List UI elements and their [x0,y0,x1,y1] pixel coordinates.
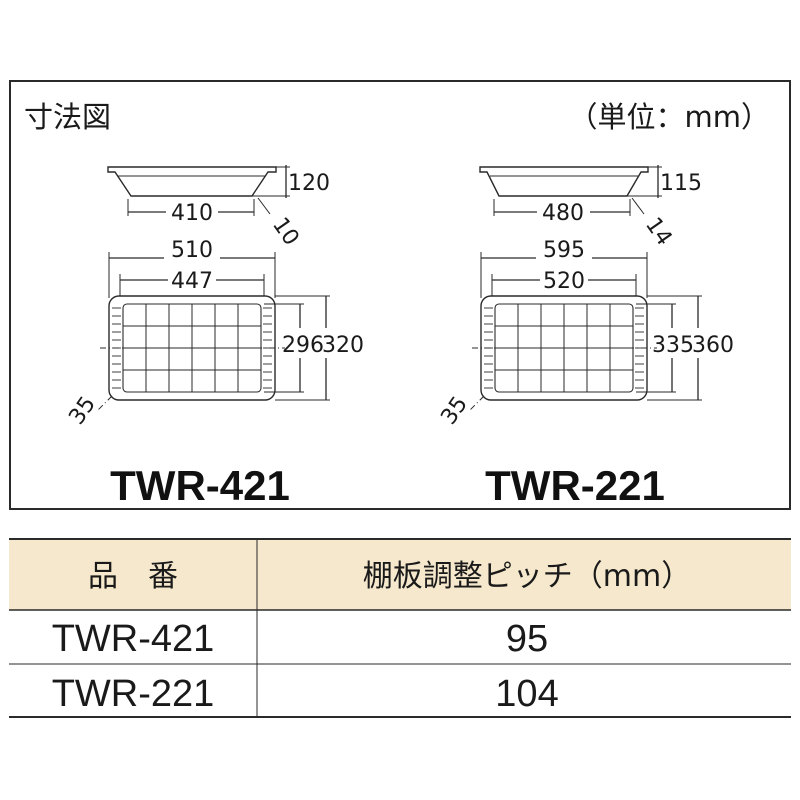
twr-221-inner-width-label: 520 [543,269,585,294]
table-cell-pitch: 95 [506,618,548,660]
twr-421-outer-depth-label: 320 [322,333,364,358]
table-row: TWR-221 104 [52,673,559,715]
twr-221-corner-label: 35 [436,392,473,429]
twr-421-height-label: 120 [288,171,330,196]
twr-421-bottom-width-label: 410 [171,201,213,226]
twr-221-angle-label: 14 [640,213,677,250]
table-cell-pitch: 104 [495,673,558,715]
table-header-row [9,538,791,610]
twr-221-top-view [469,252,702,411]
twr-421-top-view [97,252,330,411]
unit-note: （単位：mm） [569,100,771,134]
twr-221-height-label: 115 [660,171,702,196]
dimension-drawing-frame [9,80,791,510]
dimension-drawing: 寸法図 （単位：mm） 120 410 10 [24,100,771,509]
drawing-title: 寸法図 [24,100,111,134]
twr-421-outer-width-label: 510 [171,238,213,263]
twr-421-corner-label: 35 [64,392,101,429]
table-row: TWR-421 95 [52,618,548,660]
twr-421-side-view [107,165,290,216]
twr-221-model-label: TWR-221 [485,462,665,509]
twr-221-side-view [479,165,662,216]
table-header-model: 品 番 [88,559,178,594]
twr-221-outer-width-label: 595 [543,238,585,263]
twr-221-bottom-width-label: 480 [542,201,584,226]
table-header-pitch: 棚板調整ピッチ（mm） [363,559,691,594]
twr-421-model-label: TWR-421 [110,462,290,509]
twr-421-angle-label: 10 [267,213,304,250]
table-cell-model: TWR-421 [52,618,215,660]
twr-421-inner-depth-label: 296 [282,333,324,358]
twr-221-outer-depth-label: 360 [692,333,734,358]
table-cell-model: TWR-221 [52,673,215,715]
twr-221-inner-depth-label: 335 [652,333,694,358]
spec-table: 品 番 棚板調整ピッチ（mm） TWR-421 95 TWR-221 104 [9,538,791,718]
twr-421-inner-width-label: 447 [171,269,213,294]
